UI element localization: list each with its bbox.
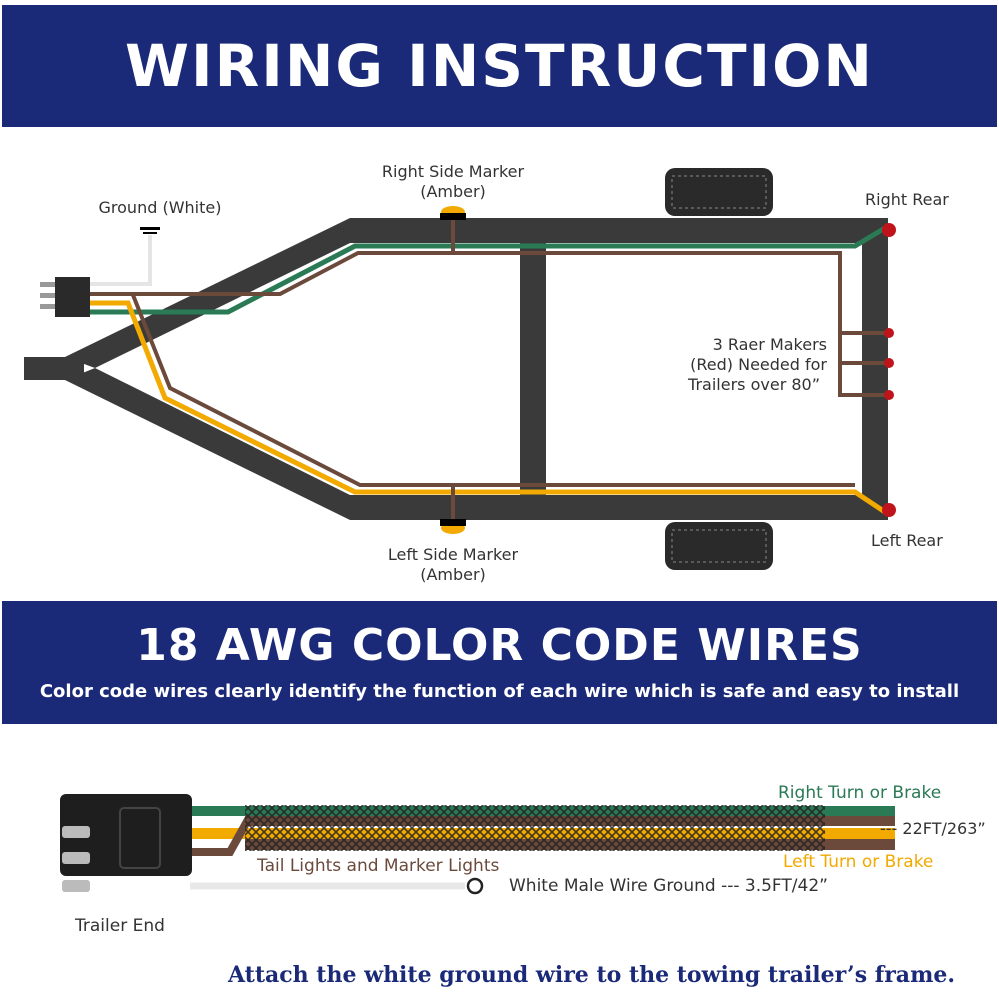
yellow-wire xyxy=(90,300,887,515)
connector-plug-icon xyxy=(40,277,90,317)
tire-top xyxy=(665,168,773,216)
ground-wire-label: White Male Wire Ground --- 3.5FT/42” xyxy=(509,876,828,896)
tail-lights-label: Tail Lights and Marker Lights xyxy=(256,856,500,876)
ground-label: Ground (White) xyxy=(99,198,222,217)
page-title: WIRING INSTRUCTION xyxy=(125,32,874,100)
right-side-marker-light-icon xyxy=(440,206,466,220)
rear-makers-label-2: (Red) Needed for xyxy=(690,355,827,374)
left-marker-label: Left Side Marker xyxy=(388,545,519,564)
section-title: 18 AWG COLOR CODE WIRES xyxy=(136,620,863,671)
right-rear-label: Right Rear xyxy=(865,190,949,209)
brown-wire-bottom xyxy=(131,294,855,487)
brown-wire-top xyxy=(90,251,886,397)
left-side-marker-light-icon xyxy=(440,519,466,534)
left-marker-label-2: (Amber) xyxy=(420,565,486,584)
wire-harness xyxy=(190,805,895,895)
left-turn-label: Left Turn or Brake xyxy=(783,852,933,872)
header-banner: WIRING INSTRUCTION xyxy=(2,5,997,127)
length-label: --- 22FT/263” xyxy=(880,819,986,838)
section-subtitle: Color code wires clearly identify the fu… xyxy=(39,681,960,702)
right-marker-label: Right Side Marker xyxy=(382,162,525,181)
footer-note: Attach the white ground wire to the towi… xyxy=(228,962,955,988)
ground-wire xyxy=(90,235,152,286)
rear-makers-label-3: Trailers over 80” xyxy=(687,375,820,394)
red-lights-icon xyxy=(882,223,896,517)
right-turn-label: Right Turn or Brake xyxy=(778,783,941,803)
section-banner: 18 AWG COLOR CODE WIRES Color code wires… xyxy=(2,601,997,724)
trailer-end-label: Trailer End xyxy=(74,916,165,936)
trailer-end-connector-icon xyxy=(60,794,192,892)
left-rear-label: Left Rear xyxy=(871,531,943,550)
tire-bottom xyxy=(665,522,773,570)
green-wire xyxy=(90,225,887,315)
right-marker-label-2: (Amber) xyxy=(420,182,486,201)
ground-symbol-icon xyxy=(140,227,160,234)
rear-makers-label: 3 Raer Makers xyxy=(713,335,827,354)
